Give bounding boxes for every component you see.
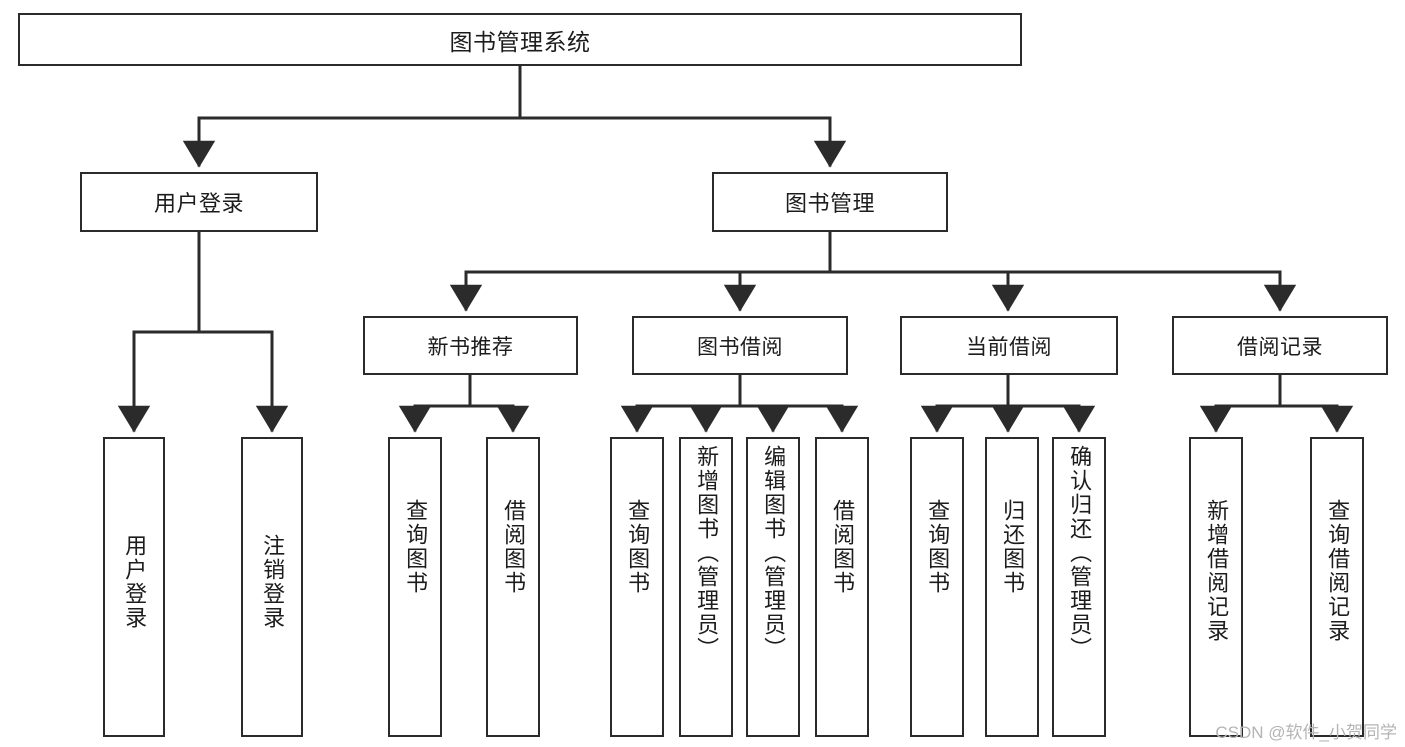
node-leaf-label: 确认归还（管理员） bbox=[1067, 445, 1093, 661]
node-leaf-label: 查询借阅记录 bbox=[1325, 499, 1351, 643]
node-leaf-label: 注销登录 bbox=[260, 534, 286, 630]
node-level1-label: 图书管理 bbox=[784, 191, 875, 216]
wire-group-book-management bbox=[449, 230, 1297, 312]
node-leaf-用户登录-0[interactable]: 用户登录 bbox=[103, 437, 165, 737]
node-leaf-label: 查询图书 bbox=[625, 499, 651, 595]
node-root-label: 图书管理系统 bbox=[449, 28, 591, 55]
node-level2-label: 新书推荐 bbox=[427, 335, 514, 359]
node-leaf-label: 用户登录 bbox=[122, 534, 148, 630]
node-leaf-新增图书管理员-5[interactable]: 新增图书（管理员） bbox=[679, 437, 733, 737]
node-leaf-label: 归还图书 bbox=[1000, 499, 1026, 595]
node-leaf-label: 借阅图书 bbox=[501, 499, 527, 595]
node-level2-label: 图书借阅 bbox=[697, 335, 783, 359]
node-level2-借阅记录-3[interactable]: 借阅记录 bbox=[1172, 316, 1388, 375]
node-leaf-借阅图书-3[interactable]: 借阅图书 bbox=[486, 437, 540, 737]
node-leaf-label: 查询图书 bbox=[925, 499, 951, 595]
wire-group-new-book bbox=[398, 373, 530, 433]
wire-group-current-borrow bbox=[920, 373, 1096, 433]
node-level1-label: 用户登录 bbox=[153, 191, 244, 216]
wire-group-root bbox=[182, 64, 847, 168]
node-level2-label: 借阅记录 bbox=[1237, 335, 1323, 359]
node-leaf-label: 新增图书（管理员） bbox=[694, 445, 720, 661]
node-leaf-查询借阅记录-12[interactable]: 查询借阅记录 bbox=[1310, 437, 1364, 737]
node-level1-用户登录-0[interactable]: 用户登录 bbox=[80, 172, 318, 232]
node-root[interactable]: 图书管理系统 bbox=[18, 13, 1022, 66]
node-leaf-查询图书-8[interactable]: 查询图书 bbox=[910, 437, 964, 737]
wire-group-borrow-records bbox=[1199, 373, 1354, 433]
node-leaf-label: 编辑图书（管理员） bbox=[761, 445, 787, 661]
node-leaf-注销登录-1[interactable]: 注销登录 bbox=[241, 437, 303, 737]
node-leaf-label: 借阅图书 bbox=[830, 499, 856, 595]
node-leaf-归还图书-9[interactable]: 归还图书 bbox=[985, 437, 1039, 737]
node-level2-图书借阅-1[interactable]: 图书借阅 bbox=[632, 316, 848, 375]
node-leaf-新增借阅记录-11[interactable]: 新增借阅记录 bbox=[1189, 437, 1243, 737]
node-leaf-查询图书-2[interactable]: 查询图书 bbox=[388, 437, 442, 737]
node-leaf-查询图书-4[interactable]: 查询图书 bbox=[610, 437, 664, 737]
wire-group-book-borrow bbox=[620, 373, 859, 433]
node-leaf-label: 查询图书 bbox=[403, 499, 429, 595]
node-leaf-label: 新增借阅记录 bbox=[1204, 499, 1230, 643]
node-leaf-编辑图书管理员-6[interactable]: 编辑图书（管理员） bbox=[746, 437, 800, 737]
node-leaf-借阅图书-7[interactable]: 借阅图书 bbox=[815, 437, 869, 737]
node-level1-图书管理-1[interactable]: 图书管理 bbox=[712, 172, 948, 232]
wire-group-user-login bbox=[117, 230, 289, 433]
node-level2-label: 当前借阅 bbox=[966, 335, 1052, 359]
node-level2-当前借阅-2[interactable]: 当前借阅 bbox=[900, 316, 1118, 375]
node-leaf-确认归还管理员-10[interactable]: 确认归还（管理员） bbox=[1052, 437, 1106, 737]
node-level2-新书推荐-0[interactable]: 新书推荐 bbox=[363, 316, 578, 375]
